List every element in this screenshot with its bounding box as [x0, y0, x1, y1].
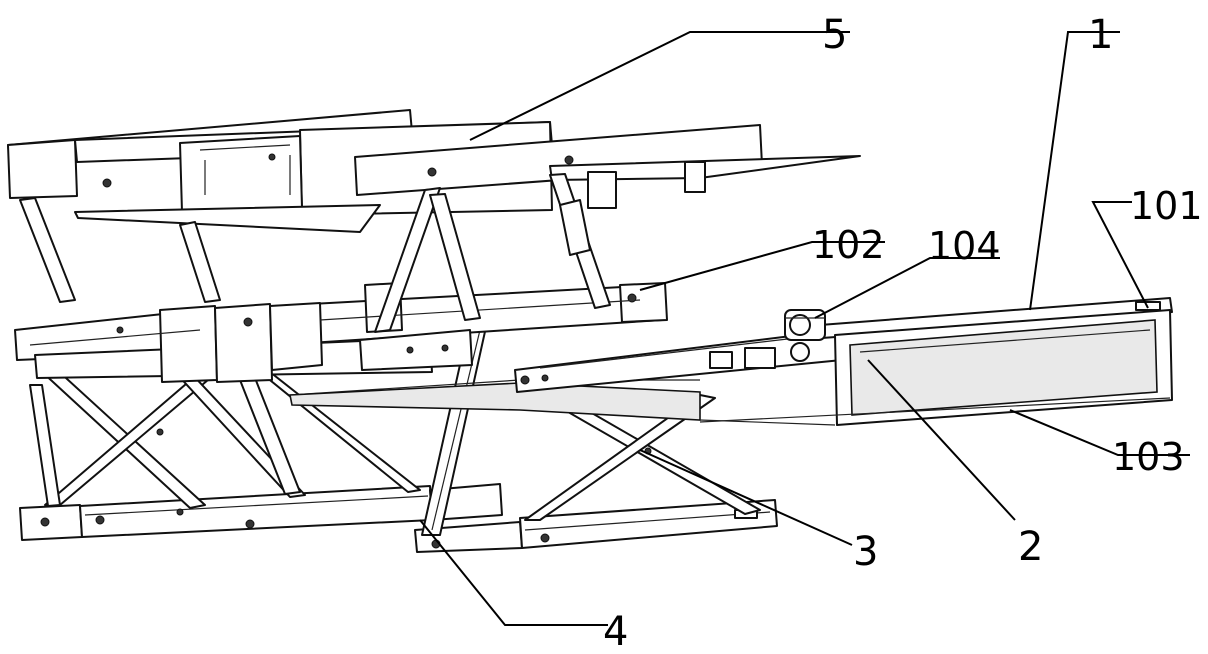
tray-assembly — [699, 297, 1173, 426]
leader-4 — [419, 519, 608, 626]
leader-3 — [639, 449, 853, 546]
callout-5: 5 — [822, 12, 847, 58]
callout-103: 103 — [1112, 435, 1185, 479]
callout-labels: 1 2 3 4 5 101 102 103 104 — [603, 12, 1203, 654]
leader-2 — [867, 359, 1016, 521]
callout-3: 3 — [853, 529, 878, 575]
leader-lines — [419, 31, 1190, 626]
callout-102: 102 — [812, 223, 885, 267]
callout-2: 2 — [1018, 524, 1043, 570]
leader-104 — [814, 257, 1000, 319]
callout-101: 101 — [1130, 184, 1203, 228]
leader-5 — [469, 31, 850, 141]
callout-1: 1 — [1088, 12, 1113, 58]
bottom-base-frame — [19, 483, 778, 553]
callout-104: 104 — [928, 224, 1001, 268]
leader-103 — [1009, 409, 1190, 456]
leader-101 — [1091, 201, 1149, 309]
upper-platform — [7, 109, 861, 333]
motor-unit — [784, 309, 826, 341]
callout-4: 4 — [603, 609, 628, 654]
leader-1 — [1029, 31, 1120, 311]
leader-102 — [639, 241, 885, 291]
